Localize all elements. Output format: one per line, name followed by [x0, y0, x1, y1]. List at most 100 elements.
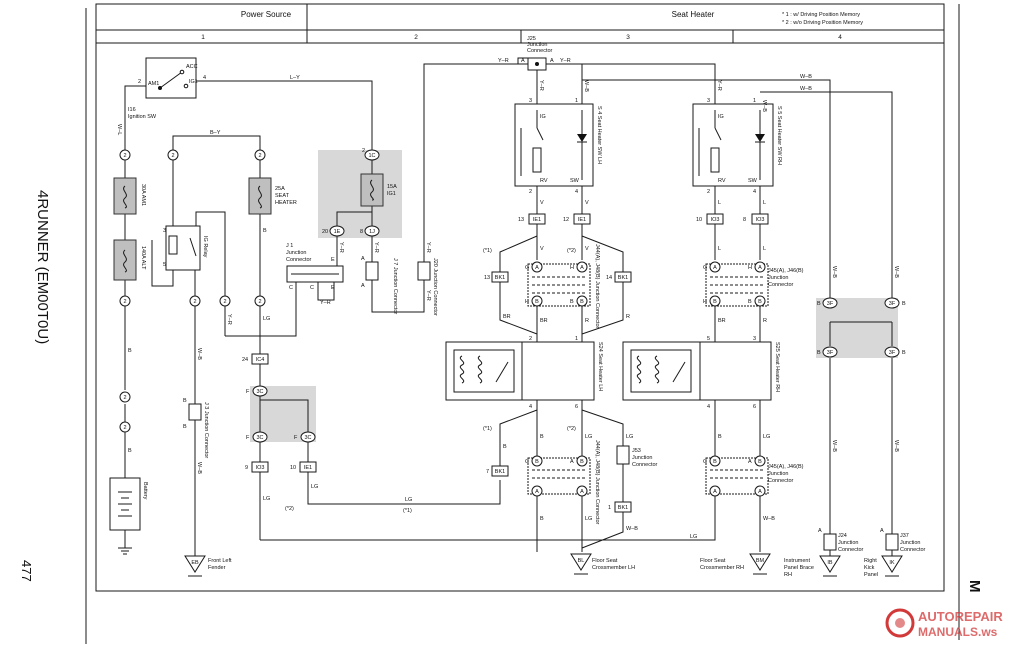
bub-2-d: 2 — [123, 299, 126, 305]
pin-7-bk1: 7 — [486, 469, 489, 475]
jb-a9: A — [570, 459, 574, 465]
seat-heater-rh: S25 Seat Heater RH 5 3 4 6 — [622, 336, 780, 410]
ground-ib: IB Instrument Panel Brace RH — [784, 555, 841, 578]
wire-wb-r1: W–B — [831, 266, 837, 278]
pin-b-3f2: B — [902, 301, 906, 307]
jb-b7: B — [535, 459, 539, 465]
wire-r-3: R — [626, 314, 630, 320]
jb-c2: C — [703, 459, 707, 465]
j45-lower-l1: J45(A), J46(B) — [768, 464, 804, 470]
wire-b-s24c: B — [540, 516, 544, 522]
wire-v-3: V — [540, 246, 544, 252]
bub-2-h: 2 — [123, 395, 126, 401]
j1-l1: J 1 — [286, 243, 293, 249]
jb-a1: A — [535, 265, 539, 271]
wire-wb-left2: W–B — [196, 462, 202, 474]
pin-2-1c: 2 — [362, 148, 365, 154]
s24-label: S24 Seat Heater LH — [597, 342, 603, 391]
pin-f-2: F — [246, 435, 250, 441]
bub-3f-b: 3F — [889, 301, 896, 307]
jb-g2: G — [703, 265, 707, 271]
ig-relay-label: IG Relay — [202, 236, 208, 258]
jb-a7: A — [713, 489, 717, 495]
wire-yr-s4: Y–R — [538, 80, 544, 91]
ground-bm: BM Floor Seat Crossmember RH — [700, 553, 771, 575]
bm-l2: Crossmember RH — [700, 565, 744, 571]
wire-by: B–Y — [210, 130, 221, 136]
s25-pin-3: 3 — [753, 336, 756, 342]
pin-b-3f3: B — [817, 350, 821, 356]
s25-label: S25 Seat Heater RH — [774, 342, 780, 392]
jb-a6: A — [580, 489, 584, 495]
j45-upper-l2: Junction — [768, 275, 789, 281]
jc-lower-rh: J45(A), J46(B) Junction Connector — [705, 457, 804, 495]
jc-upper-lh: J44(A), J48(B) Junction Connector — [527, 244, 600, 329]
section-letter: M — [966, 580, 983, 593]
jb-h2: H — [525, 299, 529, 305]
pin-f-3: F — [294, 435, 298, 441]
fuse-am1: 30A AM1 — [113, 177, 146, 215]
s4-sw: SW — [570, 178, 580, 184]
section-power-source: Power Source — [241, 10, 292, 19]
ik-l2: Kick — [864, 565, 875, 571]
seat-heater-sw-lh: IG RV SW S 4 Seat Heater SW LH 3 1 2 4 — [514, 98, 602, 195]
bub-ie1-b: IE1 — [578, 217, 586, 223]
connector-bubbles: 2 2 2 2 2 2 2 2 2 1C 1E 1J 20 8 2 IC4 24… — [119, 148, 906, 513]
relay-pin-5: 5 — [163, 262, 166, 268]
j25-pin-a2: A — [550, 58, 554, 64]
j45-lower-l3: Connector — [768, 478, 794, 484]
bub-2-a: 2 — [123, 153, 126, 159]
wire-l-4: L — [763, 246, 766, 252]
wire-lg-s24c: LG — [585, 516, 592, 522]
ik-l3: Panel — [864, 572, 878, 578]
wire-lg-s24b: LG — [626, 434, 633, 440]
wire-wb-top2: W–B — [800, 86, 812, 92]
ground-bl: BL Floor Seat Crossmember LH — [570, 553, 635, 575]
fuse-alt: 140A ALT — [113, 239, 146, 281]
wire-yr-3: Y–R — [320, 300, 331, 306]
pin-10: 10 — [290, 465, 296, 471]
j3-label: J 3 Junction Connector — [203, 402, 209, 458]
wire-lg-s25: LG — [763, 434, 770, 440]
j20-connector: J20 Junction Connector — [417, 258, 438, 316]
bub-2-i: 2 — [123, 425, 126, 431]
bub-1e: 1E — [334, 229, 341, 235]
jb-a3: A — [713, 265, 717, 271]
pin-2-label: 2 — [138, 79, 141, 85]
bub-io3-left: IO3 — [256, 465, 265, 471]
ground-ik: IK Right Kick Panel — [864, 555, 903, 578]
j7-pin-a: A — [361, 256, 365, 262]
s4-pin-1: 1 — [575, 98, 578, 104]
s4-pin-2: 2 — [529, 189, 532, 195]
wire-lg-left2: LG — [311, 484, 318, 490]
wire-l-1: L — [718, 200, 721, 206]
pin-b-3f1: B — [817, 301, 821, 307]
note-ref-2b: (*2) — [567, 426, 576, 432]
wire-wb-top1: W–B — [800, 74, 812, 80]
bub-bk1-b: BK1 — [618, 275, 628, 281]
bub-1c: 1C — [368, 153, 375, 159]
s24-pin-6: 6 — [575, 404, 578, 410]
wire-br-2: BR — [718, 318, 726, 324]
bub-3f-d: 3F — [889, 350, 896, 356]
wire-lg-left: LG — [263, 496, 270, 502]
eb-l2: Fender — [208, 565, 226, 571]
s5-label: S 5 Seat Heater SW RH — [776, 106, 782, 165]
jb-g1: G — [525, 265, 529, 271]
seat-heater-sw-rh: IG RV SW S 5 Seat Heater SW RH 3 1 2 4 — [692, 98, 782, 195]
bub-2-f: 2 — [223, 299, 226, 305]
wire-yr-top2: Y–R — [560, 58, 571, 64]
wire-lg-bottom: LG — [690, 534, 697, 540]
jb-b3: B — [713, 299, 717, 305]
jb-b6: B — [748, 299, 752, 305]
ib-l3: RH — [784, 572, 792, 578]
j53-l2: Junction — [632, 455, 653, 461]
j20-label: J20 Junction Connector — [432, 258, 438, 316]
ground-battery — [118, 547, 132, 555]
jb-h1: H — [570, 265, 574, 271]
pin-13-bk1: 13 — [484, 275, 490, 281]
jb-b10: B — [758, 459, 762, 465]
wire-b-left: B — [128, 348, 132, 354]
